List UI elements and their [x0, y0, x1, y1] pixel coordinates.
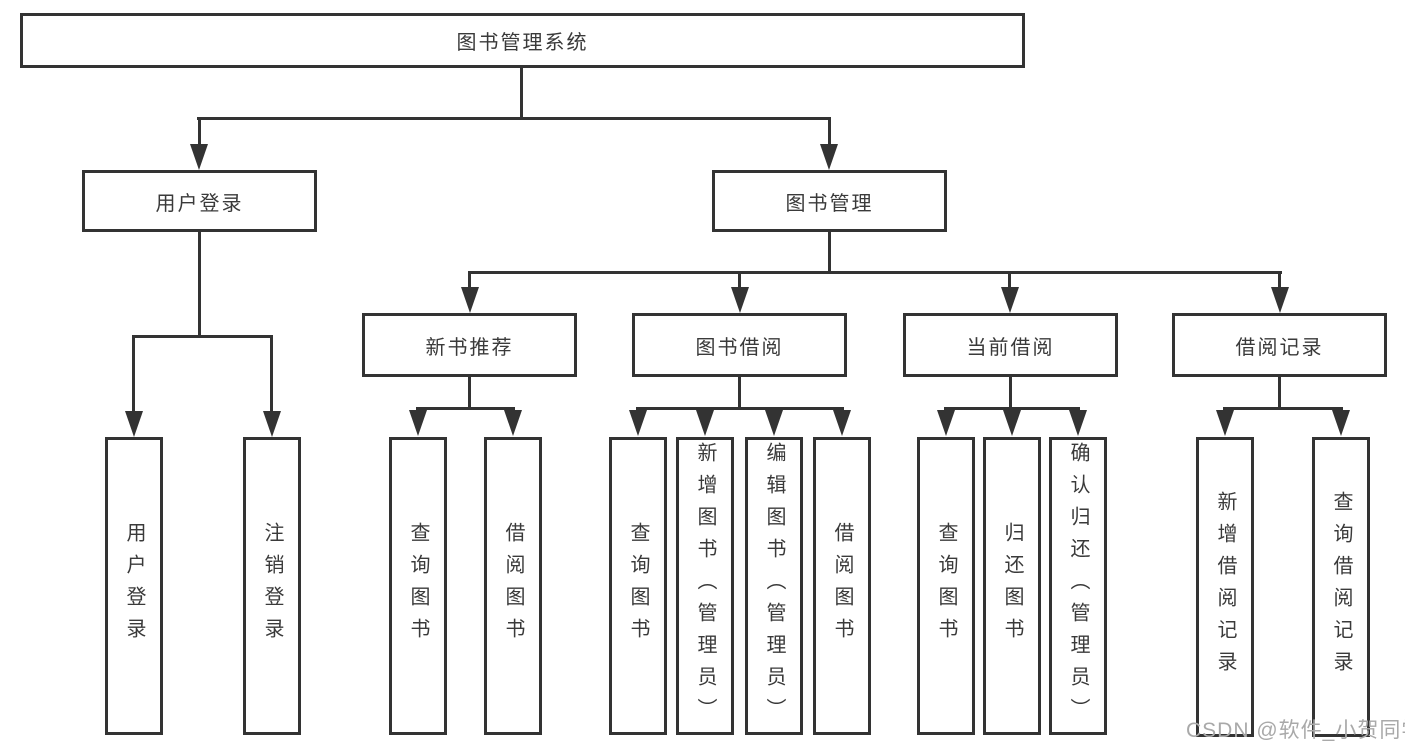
leaf-query-books-current-label: 查询图书	[935, 522, 957, 650]
arrow-down-icon	[731, 287, 749, 313]
node-borrow-records: 借阅记录	[1172, 313, 1387, 377]
node-new-book-recommend: 新书推荐	[362, 313, 577, 377]
connector-book-mgmt-trunk	[828, 232, 831, 274]
node-new-book-recommend-label: 新书推荐	[425, 336, 514, 359]
leaf-borrow-books: 借阅图书	[813, 437, 871, 735]
node-current-borrow-label: 当前借阅	[966, 336, 1055, 359]
connector-drop-borrow-records	[1278, 271, 1281, 289]
leaf-add-borrow-record: 新增借阅记录	[1196, 437, 1254, 737]
connector-root-trunk	[520, 68, 523, 120]
leaf-user-login-label: 用户登录	[123, 522, 145, 650]
leaf-query-books-recommend: 查询图书	[389, 437, 447, 735]
leaf-add-books-admin-label: 新增图书（管理员）	[694, 442, 716, 730]
leaf-edit-books-admin: 编辑图书（管理员）	[745, 437, 803, 735]
connector-book-mgmt-split	[468, 271, 1282, 274]
leaf-confirm-return-admin: 确认归还（管理员）	[1049, 437, 1107, 735]
arrow-down-icon	[937, 410, 955, 436]
connector-drop-leaf	[270, 335, 273, 413]
arrow-down-icon	[833, 410, 851, 436]
connector-book-borrow-trunk	[738, 377, 741, 410]
connector-drop-user-login	[198, 117, 201, 147]
connector-drop-leaf	[132, 335, 135, 413]
leaf-edit-books-admin-label: 编辑图书（管理员）	[763, 442, 785, 730]
leaf-logout: 注销登录	[243, 437, 301, 735]
node-book-borrow-label: 图书借阅	[695, 336, 784, 359]
connector-new-book-split	[416, 407, 515, 410]
arrow-down-icon	[1216, 410, 1234, 436]
connector-book-borrow-split	[636, 407, 844, 410]
leaf-user-login: 用户登录	[105, 437, 163, 735]
node-root: 图书管理系统	[20, 13, 1025, 68]
leaf-query-books-current: 查询图书	[917, 437, 975, 735]
node-book-borrow: 图书借阅	[632, 313, 847, 377]
arrow-down-icon	[504, 410, 522, 436]
arrow-down-icon	[1003, 410, 1021, 436]
arrow-down-icon	[409, 410, 427, 436]
connector-new-book-trunk	[468, 377, 471, 410]
arrow-down-icon	[125, 411, 143, 437]
arrow-down-icon	[1001, 287, 1019, 313]
connector-borrow-records-trunk	[1278, 377, 1281, 410]
leaf-return-books-label: 归还图书	[1001, 522, 1023, 650]
connector-root-split	[197, 117, 831, 120]
node-borrow-records-label: 借阅记录	[1235, 336, 1324, 359]
leaf-query-books-recommend-label: 查询图书	[407, 522, 429, 650]
leaf-query-books-borrow: 查询图书	[609, 437, 667, 735]
leaf-query-borrow-record: 查询借阅记录	[1312, 437, 1370, 737]
connector-user-login-split	[132, 335, 273, 338]
leaf-confirm-return-admin-label: 确认归还（管理员）	[1067, 442, 1089, 730]
connector-drop-new-book	[468, 271, 471, 289]
connector-borrow-records-split	[1223, 407, 1343, 410]
leaf-add-books-admin: 新增图书（管理员）	[676, 437, 734, 735]
arrow-down-icon	[629, 410, 647, 436]
leaf-query-borrow-record-label: 查询借阅记录	[1330, 491, 1352, 683]
node-user-login: 用户登录	[82, 170, 317, 232]
csdn-watermark: CSDN @软件_小贺同学	[1186, 719, 1405, 742]
leaf-query-books-borrow-label: 查询图书	[627, 522, 649, 650]
arrow-down-icon	[1069, 410, 1087, 436]
arrow-down-icon	[461, 287, 479, 313]
leaf-return-books: 归还图书	[983, 437, 1041, 735]
arrow-down-icon	[1332, 410, 1350, 436]
leaf-add-borrow-record-label: 新增借阅记录	[1214, 491, 1236, 683]
arrow-down-icon	[820, 144, 838, 170]
leaf-borrow-books-recommend-label: 借阅图书	[502, 522, 524, 650]
arrow-down-icon	[190, 144, 208, 170]
node-current-borrow: 当前借阅	[903, 313, 1118, 377]
connector-drop-book-mgmt	[828, 117, 831, 147]
connector-current-borrow-trunk	[1009, 377, 1012, 410]
node-root-label: 图书管理系统	[456, 32, 589, 54]
connector-drop-current-borrow	[1008, 271, 1011, 289]
connector-current-borrow-split	[944, 407, 1080, 410]
node-book-mgmt: 图书管理	[712, 170, 947, 232]
arrow-down-icon	[263, 411, 281, 437]
arrow-down-icon	[696, 410, 714, 436]
connector-drop-book-borrow	[738, 271, 741, 289]
node-book-mgmt-label: 图书管理	[785, 192, 874, 215]
arrow-down-icon	[1271, 287, 1289, 313]
node-user-login-label: 用户登录	[155, 192, 244, 215]
leaf-borrow-books-label: 借阅图书	[831, 522, 853, 650]
connector-user-login-trunk	[198, 232, 201, 338]
leaf-borrow-books-recommend: 借阅图书	[484, 437, 542, 735]
arrow-down-icon	[765, 410, 783, 436]
leaf-logout-label: 注销登录	[261, 522, 283, 650]
